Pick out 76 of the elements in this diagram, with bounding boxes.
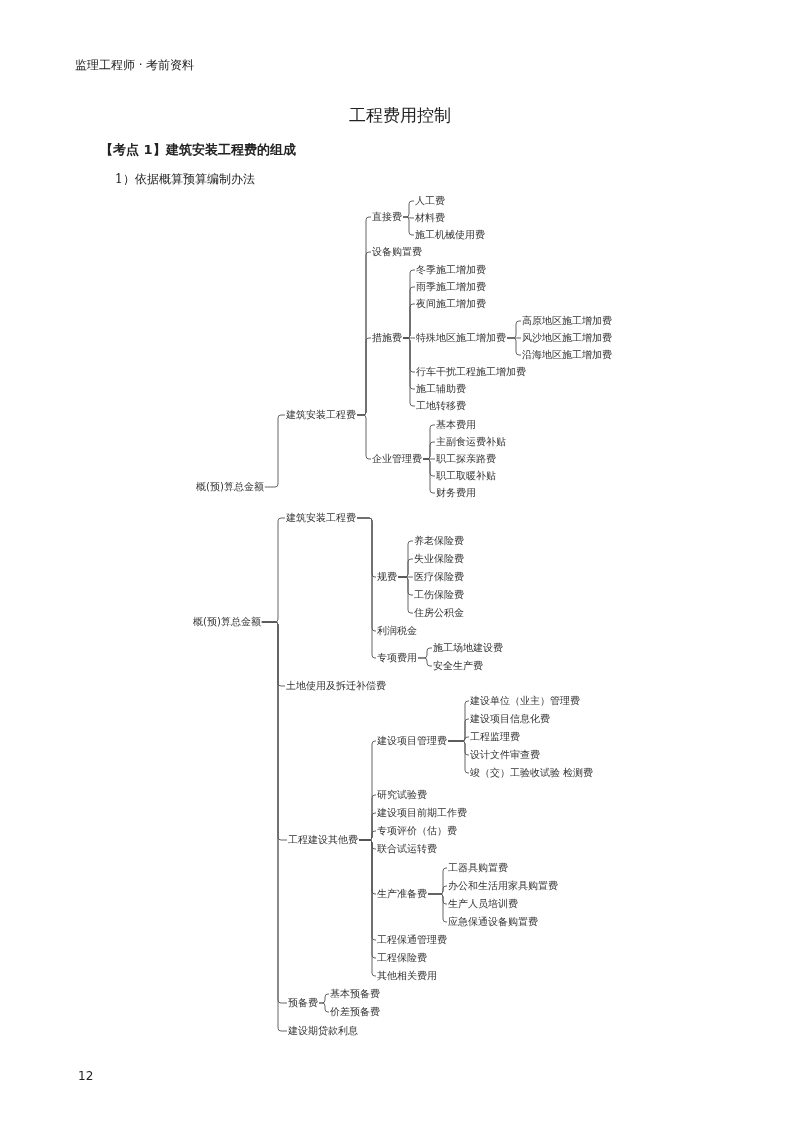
- subsection-heading: 1）依据概算预算编制办法: [115, 171, 255, 188]
- cost-item-label: 高原地区施工增加费: [522, 314, 612, 328]
- cost-item-label: 措施费: [372, 331, 402, 345]
- cost-item-label: 建设项目前期工作费: [377, 806, 467, 820]
- cost-item-label: 人工费: [415, 194, 445, 208]
- cost-item-label: 联合试运转费: [377, 842, 437, 856]
- cost-item-label: 土地使用及拆迁补偿费: [286, 679, 386, 693]
- cost-item-label: 职工取暖补贴: [436, 469, 496, 483]
- cost-item-label: 专项评价（估）费: [377, 824, 457, 838]
- brace-connector: [402, 337, 416, 407]
- cost-item-label: 其他相关费用: [377, 969, 437, 983]
- running-header: 监理工程师 · 考前资料: [75, 57, 195, 74]
- brace-connector: [447, 740, 470, 774]
- cost-item-label: 基本预备费: [330, 987, 380, 1001]
- cost-item-label: 冬季施工增加费: [416, 263, 486, 277]
- cost-item-label: 施工场地建设费: [433, 641, 503, 655]
- cost-item-label: 设备购置费: [372, 245, 422, 259]
- cost-item-label: 规费: [377, 570, 397, 584]
- cost-item-label: 利润税金: [377, 624, 417, 638]
- brace-connector: [417, 657, 433, 667]
- cost-item-label: 安全生产费: [433, 659, 483, 673]
- cost-item-label: 行车干扰工程施工增加费: [416, 365, 526, 379]
- cost-item-label: 建设单位（业主）管理费: [470, 694, 580, 708]
- cost-item-label: 财务费用: [436, 486, 476, 500]
- cost-item-label: 企业管理费: [372, 452, 422, 466]
- cost-item-label: 概(预)算总金额: [196, 480, 264, 494]
- cost-item-label: 工伤保险费: [414, 588, 464, 602]
- cost-item-label: 研究试验费: [377, 788, 427, 802]
- cost-item-label: 应急保通设备购置费: [448, 915, 538, 929]
- cost-item-label: 工程监理费: [470, 730, 520, 744]
- cost-item-label: 工地转移费: [416, 399, 466, 413]
- cost-item-label: 生产人员培训费: [448, 897, 518, 911]
- cost-item-label: 风沙地区施工增加费: [522, 331, 612, 345]
- cost-item-label: 职工探亲路费: [436, 452, 496, 466]
- cost-item-label: 概(预)算总金额: [193, 615, 261, 629]
- cost-item-label: 沿海地区施工增加费: [522, 348, 612, 362]
- brace-connector: [427, 893, 448, 923]
- cost-item-label: 夜间施工增加费: [416, 297, 486, 311]
- cost-item-label: 办公和生活用家具购置费: [448, 879, 558, 893]
- cost-item-label: 施工机械使用费: [415, 228, 485, 242]
- cost-item-label: 专项费用: [377, 651, 417, 665]
- cost-item-label: 直接费: [372, 210, 402, 224]
- cost-item-label: 雨季施工增加费: [416, 280, 486, 294]
- cost-item-label: 建设项目信息化费: [470, 712, 550, 726]
- page-title: 工程费用控制: [348, 104, 452, 127]
- brace-connector: [356, 414, 372, 460]
- cost-item-label: 材料费: [415, 211, 445, 225]
- cost-item-label: 特殊地区施工增加费: [416, 331, 506, 345]
- brace-connector: [318, 1002, 330, 1013]
- cost-item-label: 主副食运费补贴: [436, 435, 506, 449]
- cost-item-label: 建筑安装工程费: [286, 511, 356, 525]
- cost-item-label: 建设期贷款利息: [288, 1024, 358, 1038]
- page-number: 12: [78, 1069, 94, 1083]
- cost-item-label: 生产准备费: [377, 887, 427, 901]
- cost-item-label: 工程建设其他费: [288, 833, 358, 847]
- cost-item-label: 养老保险费: [414, 534, 464, 548]
- cost-item-label: 价差预备费: [330, 1005, 380, 1019]
- section-heading: 【考点 1】建筑安装工程费的组成: [100, 141, 296, 159]
- cost-item-label: 预备费: [288, 996, 318, 1010]
- cost-item-label: 工程保险费: [377, 951, 427, 965]
- cost-item-label: 医疗保险费: [414, 570, 464, 584]
- brace-connector: [356, 517, 377, 659]
- brace-connector: [397, 576, 414, 614]
- cost-item-label: 工程保通管理费: [377, 933, 447, 947]
- cost-item-label: 设计文件审查费: [470, 748, 540, 762]
- cost-item-label: 建设项目管理费: [377, 734, 447, 748]
- brace-connector: [506, 337, 522, 356]
- cost-item-label: 竣（交）工验收试验 检测费: [470, 766, 594, 780]
- cost-item-label: 施工辅助费: [416, 382, 466, 396]
- cost-item-label: 住房公积金: [414, 606, 464, 620]
- brace-connector: [402, 216, 415, 236]
- cost-item-label: 工器具购置费: [448, 861, 508, 875]
- cost-item-label: 建筑安装工程费: [286, 408, 356, 422]
- brace-connector: [422, 458, 436, 494]
- cost-item-label: 失业保险费: [414, 552, 464, 566]
- cost-item-label: 基本费用: [436, 418, 476, 432]
